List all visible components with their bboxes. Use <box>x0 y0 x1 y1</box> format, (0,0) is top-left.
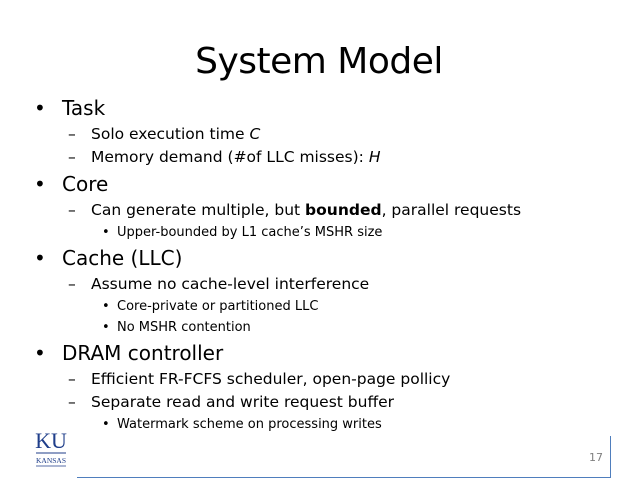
bullet-marker: • <box>102 320 110 335</box>
dash-marker: – <box>68 125 76 143</box>
bullet-marker: • <box>102 225 110 240</box>
ku-logo: KU KANSAS <box>33 424 69 476</box>
bullet-text: Core <box>62 172 109 196</box>
sub-bullet-memory-demand: – Memory demand (#of LLC misses): H <box>34 146 624 169</box>
dash-marker: – <box>68 393 76 411</box>
variable-c: C <box>249 125 261 143</box>
variable-h: H <box>368 148 381 166</box>
sub-bullet-text: Can generate multiple, but <box>91 201 306 219</box>
bullet-marker: • <box>34 341 46 365</box>
sub-bullet-text: Separate read and write request buffer <box>91 393 395 411</box>
bullet-text: Cache (LLC) <box>62 246 183 270</box>
sub-sub-bullet-text: Core-private or partitioned LLC <box>117 299 319 314</box>
bullet-marker: • <box>102 417 110 432</box>
bullet-marker: • <box>34 172 46 196</box>
sub-bullet-no-interference: – Assume no cache-level interference <box>34 273 624 296</box>
bullet-task: • Task <box>34 93 624 123</box>
bullet-cache: • Cache (LLC) <box>34 243 624 273</box>
sub-bullet-text: Solo execution time <box>91 125 250 143</box>
sub-bullet-solo-execution-time: – Solo execution time C <box>34 123 624 146</box>
bullet-dram-controller: • DRAM controller <box>34 338 624 368</box>
sub-bullet-text: Memory demand (#of LLC misses): <box>91 148 369 166</box>
sub-bullet-text: Assume no cache-level interference <box>91 275 370 293</box>
bullet-marker: • <box>34 96 46 120</box>
sub-bullet-text: Efficient FR-FCFS scheduler, open-page p… <box>91 370 451 388</box>
sub-sub-bullet-mshr-size: • Upper-bounded by L1 cache’s MSHR size <box>34 222 624 243</box>
logo-ku-text: KU <box>35 428 67 453</box>
sub-bullet-fr-fcfs: – Efficient FR-FCFS scheduler, open-page… <box>34 368 624 391</box>
sub-sub-bullet-text: No MSHR contention <box>117 320 251 335</box>
sub-sub-bullet-core-private: • Core-private or partitioned LLC <box>34 296 624 317</box>
bold-bounded: bounded <box>305 201 382 219</box>
page-number: 17 <box>589 451 603 464</box>
footer-divider-vertical <box>610 436 611 478</box>
bullet-text: Task <box>62 96 106 120</box>
bullet-list: • Task – Solo execution time C – Memory … <box>34 93 624 435</box>
sub-bullet-multiple-requests: – Can generate multiple, but bounded, pa… <box>34 199 624 222</box>
bullet-marker: • <box>34 246 46 270</box>
dash-marker: – <box>68 275 76 293</box>
sub-bullet-separate-buffers: – Separate read and write request buffer <box>34 391 624 414</box>
sub-bullet-text-end: , parallel requests <box>381 201 522 219</box>
bullet-core: • Core <box>34 169 624 199</box>
slide-title: System Model <box>195 41 443 82</box>
sub-sub-bullet-text: Watermark scheme on processing writes <box>117 417 382 432</box>
footer-divider-horizontal <box>77 477 611 478</box>
bullet-text: DRAM controller <box>62 341 224 365</box>
dash-marker: – <box>68 370 76 388</box>
logo-kansas-text: KANSAS <box>36 456 66 465</box>
sub-sub-bullet-text: Upper-bounded by L1 cache’s MSHR size <box>117 225 383 240</box>
dash-marker: – <box>68 201 76 219</box>
sub-sub-bullet-no-mshr-contention: • No MSHR contention <box>34 317 624 338</box>
sub-sub-bullet-watermark: • Watermark scheme on processing writes <box>34 414 624 435</box>
dash-marker: – <box>68 148 76 166</box>
bullet-marker: • <box>102 299 110 314</box>
